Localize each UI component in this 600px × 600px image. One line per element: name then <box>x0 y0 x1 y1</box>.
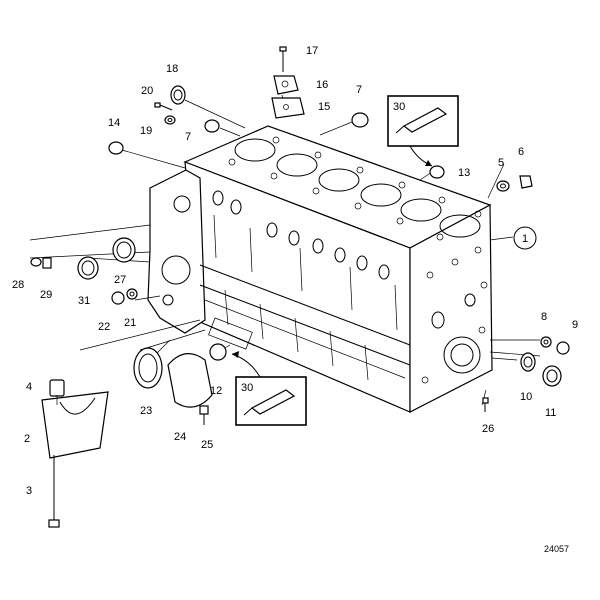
part-17-bolt <box>279 46 287 72</box>
part-2-bearing-cap <box>41 391 109 459</box>
part-20-screw <box>154 102 173 111</box>
part-13-plug <box>429 165 445 179</box>
callout-24: 24 <box>174 431 186 443</box>
callout-20: 20 <box>141 85 153 97</box>
part-15-plate <box>271 97 305 119</box>
part-10-ring <box>520 352 536 372</box>
callout-19: 19 <box>140 125 152 137</box>
callout-26: 26 <box>482 423 494 435</box>
callout-8: 8 <box>541 311 547 323</box>
callout-14: 14 <box>108 117 120 129</box>
callout-30a: 30 <box>393 101 405 113</box>
part-9-plug <box>556 341 570 355</box>
kit-box-30-top <box>387 95 459 147</box>
callout-22: 22 <box>98 321 110 333</box>
part-14-plug <box>108 141 124 155</box>
callout-1-circle <box>513 226 537 250</box>
part-24-cover <box>167 353 213 408</box>
callout-4: 4 <box>26 381 32 393</box>
part-11-seal <box>542 365 562 387</box>
callout-12: 12 <box>210 385 222 397</box>
callout-7a: 7 <box>185 131 191 143</box>
cylinder-block <box>147 125 493 413</box>
callout-28: 28 <box>12 279 24 291</box>
part-4-dowel <box>49 379 65 397</box>
callout-29: 29 <box>40 289 52 301</box>
part-7-plug-b <box>351 112 369 128</box>
callout-11: 11 <box>545 407 556 419</box>
callout-18: 18 <box>166 63 178 75</box>
diagram-number: 24057 <box>544 544 569 554</box>
callout-6: 6 <box>518 146 524 158</box>
callout-30b: 30 <box>241 382 253 394</box>
part-16-bracket <box>273 75 299 95</box>
part-12-plug <box>209 343 227 361</box>
callout-labels: 1 2 3 4 5 6 7 7 8 9 10 11 12 13 14 15 16… <box>12 45 578 554</box>
arrow-30-bottom <box>231 353 261 378</box>
part-31-plug <box>77 256 99 280</box>
callout-17: 17 <box>306 45 318 57</box>
callout-21: 21 <box>124 317 136 329</box>
part-21-washer <box>126 288 138 300</box>
callout-13: 13 <box>458 167 470 179</box>
callout-27: 27 <box>114 274 126 286</box>
part-6-plug <box>519 175 533 189</box>
callout-7b: 7 <box>356 84 362 96</box>
callout-15: 15 <box>318 101 330 113</box>
callout-10: 10 <box>520 391 532 403</box>
callout-2: 2 <box>24 433 30 445</box>
cylinder-bores <box>234 138 481 238</box>
callout-1: 1 <box>522 233 528 245</box>
part-29-plug <box>42 257 52 269</box>
callout-9: 9 <box>572 319 578 331</box>
part-19-washer <box>164 115 176 125</box>
part-27-seal <box>112 237 136 263</box>
callout-5: 5 <box>498 157 504 169</box>
part-25-bolt <box>199 405 209 425</box>
part-28-washer <box>30 257 42 267</box>
part-18-cup-plug <box>170 85 186 105</box>
kit-box-30-bottom <box>235 376 307 426</box>
callout-3: 3 <box>26 485 32 497</box>
callout-31: 31 <box>78 295 90 307</box>
part-23-seal-ring <box>133 347 163 389</box>
part-26-screw <box>482 397 489 412</box>
part-5-washer <box>496 180 510 192</box>
part-7-plug-a <box>204 119 220 133</box>
callout-16: 16 <box>316 79 328 91</box>
part-22-plug <box>111 291 125 305</box>
callout-25: 25 <box>201 439 213 451</box>
callout-23: 23 <box>140 405 152 417</box>
part-8-washer <box>540 336 552 348</box>
part-3-cap-bolt <box>48 455 60 528</box>
